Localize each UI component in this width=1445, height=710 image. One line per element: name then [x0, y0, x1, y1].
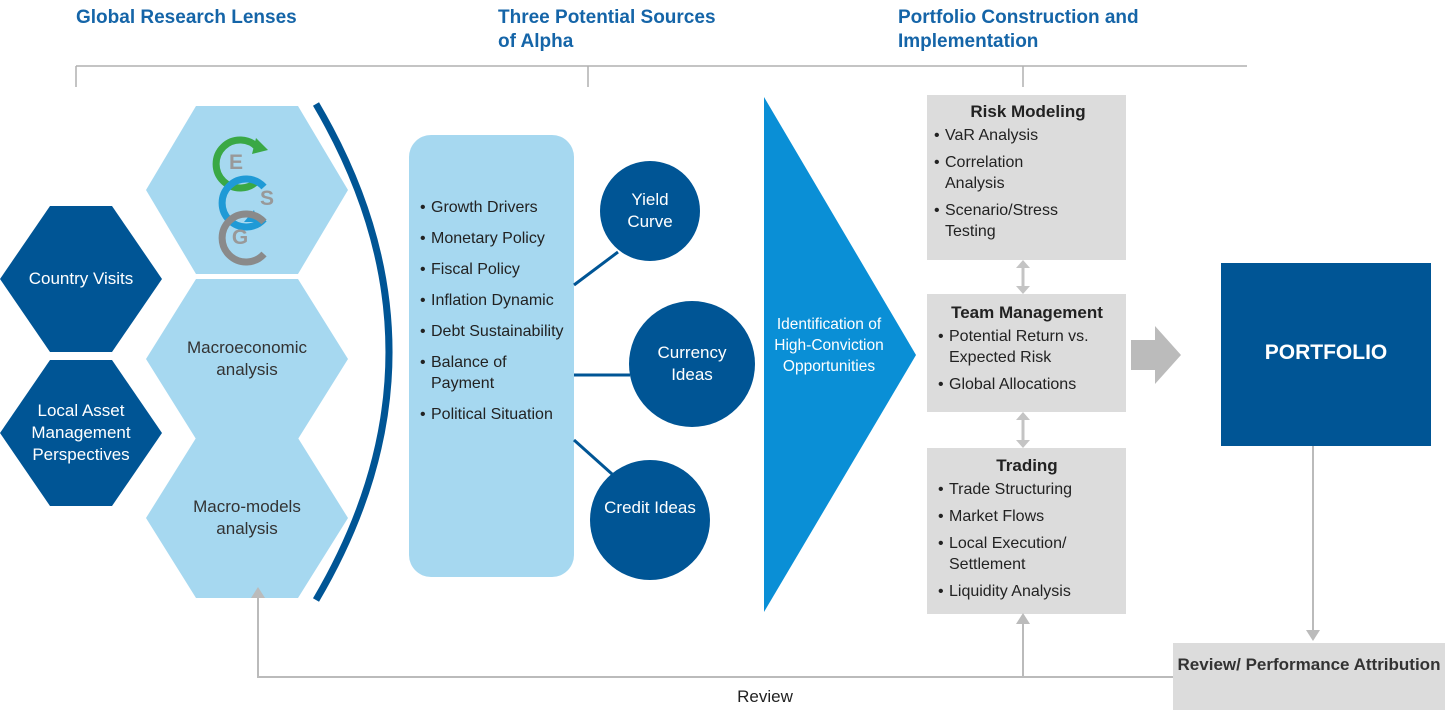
opportunity-triangle [764, 97, 916, 612]
risk-modeling-item: Correlation Analysis [934, 152, 1064, 194]
driver-item: Growth Drivers [420, 197, 570, 218]
hex-label-macroeconomic: Macroeconomic analysis [187, 338, 307, 379]
hex-label-country-visits: Country Visits [28, 269, 134, 288]
hex-country-visits [0, 206, 162, 352]
hex-macro-models [146, 438, 348, 598]
triangle-label: Identification of High-Conviction Opport… [774, 316, 884, 375]
header-global-research-lenses: Global Research Lenses [76, 7, 297, 28]
circle-yield-curve [600, 161, 700, 261]
risk-modeling-title: Risk Modeling [970, 102, 1086, 121]
risk-modeling-item: Scenario/Stress Testing [934, 200, 1064, 242]
team-management-item: Global Allocations [938, 374, 1114, 395]
driver-item: Political Situation [420, 404, 570, 425]
header-sources-of-alpha: Three Potential Sources of Alpha [498, 7, 716, 52]
review-feedback-lines [257, 446, 1314, 678]
hex-local-asset [0, 360, 162, 506]
risk-modeling-content: Risk Modeling VaR Analysis Correlation A… [934, 101, 1122, 248]
team-management-title: Team Management [951, 303, 1103, 322]
arrow-to-portfolio [1131, 326, 1181, 384]
circle-label-currency-ideas: Currency Ideas [657, 343, 727, 384]
driver-item: Balance of Payment [420, 352, 570, 394]
feedback-arrowheads [251, 587, 1320, 641]
header-portfolio-construction: Portfolio Construction and Implementatio… [898, 7, 1139, 52]
esg-letter-s: S [259, 187, 274, 210]
risk-modeling-list: VaR Analysis Correlation Analysis Scenar… [934, 125, 1064, 242]
risk-modeling-item: VaR Analysis [934, 125, 1064, 146]
team-management-content: Team Management Potential Return vs. Exp… [930, 302, 1124, 401]
hex-label-local-asset: Local Asset Management Perspectives [31, 401, 131, 464]
circle-credit-ideas [590, 460, 710, 580]
circle-connectors [572, 250, 630, 476]
driver-item: Fiscal Policy [420, 259, 570, 280]
trading-content: Trading Trade Structuring Market Flows L… [930, 455, 1124, 608]
portfolio-box [1221, 263, 1431, 446]
drivers-list: Growth Drivers Monetary Policy Fiscal Po… [420, 197, 570, 435]
circle-label-credit-ideas: Credit Ideas [604, 498, 696, 517]
esg-letter-g: G [231, 226, 249, 249]
trading-title: Trading [996, 456, 1058, 475]
research-arc [312, 102, 393, 602]
circle-currency-ideas [629, 301, 755, 427]
trading-item: Market Flows [938, 506, 1103, 527]
trading-item: Liquidity Analysis [938, 581, 1103, 602]
trading-item: Trade Structuring [938, 479, 1103, 500]
review-performance-box [1173, 643, 1445, 710]
trading-item: Local Execution/ Settlement [938, 533, 1103, 575]
review-label: Review [737, 687, 793, 706]
team-management-item: Potential Return vs. Expected Risk [938, 326, 1114, 368]
driver-item: Inflation Dynamic [420, 290, 570, 311]
hex-macroeconomic [146, 279, 348, 439]
esg-letter-e: E [228, 151, 243, 174]
review-performance-label: Review/ Performance Attribution [1177, 655, 1441, 674]
box-connectors [1016, 260, 1030, 448]
driver-item: Monetary Policy [420, 228, 570, 249]
circle-label-yield-curve: Yield Curve [627, 190, 673, 231]
team-management-list: Potential Return vs. Expected Risk Globa… [930, 326, 1114, 395]
esg-icon [212, 136, 268, 266]
header-bracket [75, 65, 1247, 87]
driver-item: Debt Sustainability [420, 321, 570, 342]
portfolio-label: PORTFOLIO [1264, 341, 1388, 364]
hex-label-macro-models: Macro-models analysis [193, 497, 301, 538]
trading-list: Trade Structuring Market Flows Local Exe… [930, 479, 1103, 602]
